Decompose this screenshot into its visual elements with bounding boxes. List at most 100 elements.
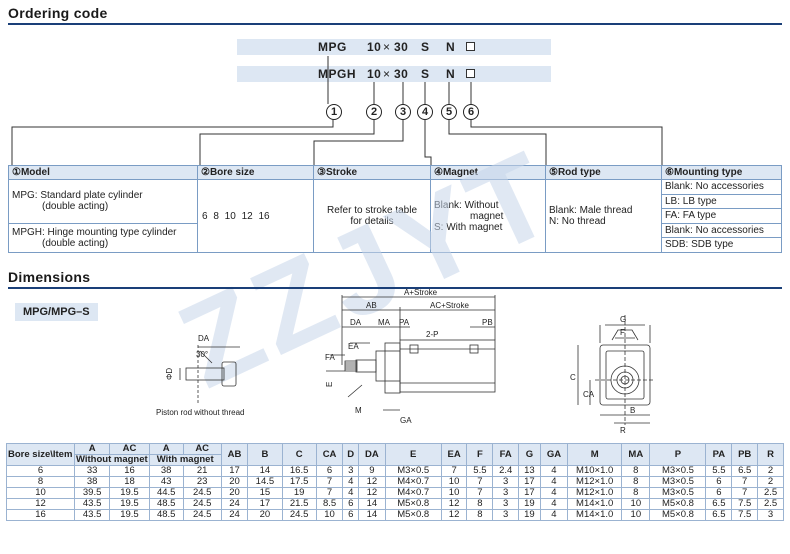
dim-header-bore: Bore size\Item bbox=[6, 443, 75, 466]
dim-header-pa: PA bbox=[705, 443, 733, 466]
spec-model-mpg: MPG: Standard plate cylinder (double act… bbox=[8, 179, 198, 224]
table-cell: 43.5 bbox=[73, 509, 111, 521]
table-cell: 17 bbox=[518, 476, 541, 488]
code-rod-1: N bbox=[446, 40, 456, 54]
code-mount-box-1 bbox=[466, 42, 475, 51]
dim-label-pa: PA bbox=[399, 318, 410, 327]
rod-line1: Blank: Male thread bbox=[549, 205, 633, 216]
dim-header-ea: EA bbox=[440, 443, 468, 466]
dim-header-f: F bbox=[466, 443, 494, 466]
table-cell: 24.5 bbox=[182, 487, 222, 499]
table-cell: 19 bbox=[518, 509, 541, 521]
table-cell: 23 bbox=[182, 476, 222, 488]
table-cell: 19 bbox=[518, 498, 541, 510]
dim-header-d: D bbox=[342, 443, 360, 466]
dim-header-ma: MA bbox=[621, 443, 651, 466]
table-cell: 14 bbox=[358, 509, 386, 521]
table-cell: 16 bbox=[109, 465, 150, 477]
code-bore-1: 10 bbox=[367, 40, 382, 54]
table-cell: 24.5 bbox=[182, 509, 222, 521]
code-circle-4: 4 bbox=[417, 104, 433, 120]
mounting-opt-3: FA: FA type bbox=[662, 209, 781, 224]
table-cell: 12 bbox=[440, 498, 468, 510]
magnet-line2: magnet bbox=[470, 210, 504, 222]
code-circle-3: 3 bbox=[395, 104, 411, 120]
table-cell: 17 bbox=[247, 498, 283, 510]
dim-header-r: R bbox=[757, 443, 784, 466]
code-circle-2: 2 bbox=[366, 104, 382, 120]
table-cell: 43 bbox=[148, 476, 184, 488]
dim-header-ac-wo: AC bbox=[109, 443, 150, 455]
code-circle-1: 1 bbox=[326, 104, 342, 120]
dim-header-a-w: A bbox=[148, 443, 184, 455]
piston-rod-body bbox=[185, 367, 225, 381]
dim-label-da-left: DA bbox=[198, 334, 210, 343]
table-cell: 4 bbox=[539, 476, 569, 488]
table-cell: 3 bbox=[492, 476, 520, 488]
table-cell: 7 bbox=[731, 487, 759, 499]
table-cell: 18 bbox=[109, 476, 150, 488]
table-cell: 24.5 bbox=[281, 509, 317, 521]
dim-header-ga: GA bbox=[539, 443, 569, 466]
table-cell: 3 bbox=[492, 487, 520, 499]
ordering-code-title: Ordering code bbox=[8, 5, 108, 21]
table-cell: 12 bbox=[440, 509, 468, 521]
stroke-line1: Refer to stroke table bbox=[326, 205, 418, 216]
dim-label-e: E bbox=[325, 382, 334, 387]
dim-header-without-magnet: Without magnet bbox=[74, 454, 150, 466]
dim-label-r: R bbox=[620, 426, 626, 435]
table-cell: 6.5 bbox=[731, 465, 759, 477]
table-cell: 15 bbox=[247, 487, 283, 499]
table-cell: 44.5 bbox=[148, 487, 184, 499]
table-cell: 17 bbox=[220, 465, 249, 477]
table-cell: 9 bbox=[358, 465, 386, 477]
dim-label-a-stroke: A+Stroke bbox=[404, 288, 438, 297]
table-cell: M5×0.8 bbox=[649, 498, 707, 510]
dim-table-wrap: Bore size\Item A AC A AC AB B C CA D DA … bbox=[6, 443, 784, 521]
dim-label-d: ΦD bbox=[165, 368, 174, 380]
dim-header-g: G bbox=[518, 443, 541, 466]
code-mount-box-2 bbox=[466, 69, 475, 78]
code-rod-2: N bbox=[446, 67, 456, 81]
spec-mounting: Blank: No accessories LB: LB type FA: FA… bbox=[661, 179, 782, 253]
table-cell: 2.4 bbox=[492, 465, 520, 477]
spec-header-mounting: ⑥Mounting type bbox=[661, 165, 782, 180]
dim-label-ma: MA bbox=[378, 318, 391, 327]
model-mpg-line1: MPG: Standard plate cylinder bbox=[12, 190, 143, 202]
code-stroke-1: 30 bbox=[394, 40, 409, 54]
table-cell: M4×0.7 bbox=[384, 487, 442, 499]
table-cell: 33 bbox=[73, 465, 111, 477]
table-cell: M10×1.0 bbox=[567, 465, 623, 477]
spec-rod: Blank: Male thread N: No thread bbox=[545, 179, 662, 253]
table-cell: 24.5 bbox=[182, 498, 222, 510]
table-cell: 12 bbox=[6, 498, 75, 510]
dim-header-a-wo: A bbox=[73, 443, 111, 455]
table-cell: 14 bbox=[247, 465, 283, 477]
dim-header-m: M bbox=[567, 443, 623, 466]
table-cell: 38 bbox=[73, 476, 111, 488]
spec-row-b: MPGH: Hinge mounting type cylinder (doub… bbox=[8, 222, 782, 254]
dim-header-ca: CA bbox=[315, 443, 344, 466]
table-cell: 8 bbox=[621, 476, 651, 488]
dim-label-ea: EA bbox=[348, 342, 359, 351]
ordering-code-rule bbox=[8, 23, 782, 25]
code-line-mpg: MPG bbox=[318, 40, 347, 54]
table-cell: 5.5 bbox=[705, 465, 733, 477]
code-model: MPG bbox=[318, 40, 347, 54]
dim-label-m: M bbox=[355, 406, 362, 415]
model-mpg-line2: (double acting) bbox=[42, 201, 109, 213]
table-cell: 20 bbox=[220, 487, 249, 499]
table-cell: 3 bbox=[492, 498, 520, 510]
dim-header-fa: FA bbox=[492, 443, 520, 466]
dim-header-row-2: Without magnet With magnet bbox=[7, 454, 784, 466]
table-cell: 10 bbox=[621, 509, 651, 521]
table-cell: 3 bbox=[342, 465, 360, 477]
dim-label-ab: AB bbox=[366, 301, 377, 310]
table-cell: 6.5 bbox=[705, 498, 733, 510]
table-cell: 16.5 bbox=[281, 465, 317, 477]
code-magnet-1: S bbox=[421, 40, 430, 54]
table-cell: 16 bbox=[6, 509, 75, 521]
code-circle-5: 5 bbox=[441, 104, 457, 120]
